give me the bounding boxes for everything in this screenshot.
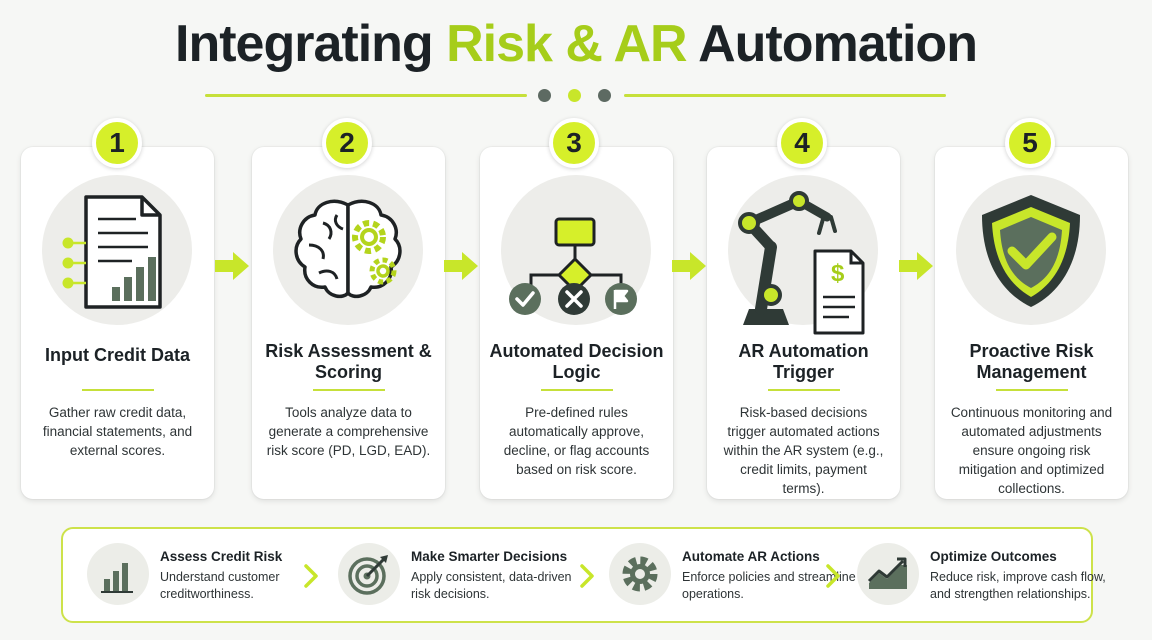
- gear-icon: [609, 543, 671, 605]
- arrow-right-icon: [672, 252, 706, 280]
- step-card-proactive-risk-management: Proactive Risk Management Continuous mon…: [935, 147, 1128, 499]
- benefit-title: Make Smarter Decisions: [411, 549, 568, 564]
- step-description: Gather raw credit data, financial statem…: [42, 405, 193, 458]
- step-description: Continuous monitoring and automated adju…: [950, 405, 1113, 496]
- benefit-description: Enforce policies and streamline operatio…: [682, 570, 856, 601]
- dot: [538, 89, 551, 102]
- step-description: Risk-based decisions trigger automated a…: [723, 405, 884, 496]
- decision-outcome-icons: [509, 283, 637, 315]
- benefit-description: Apply consistent, data-driven risk decis…: [411, 570, 572, 601]
- benefits-panel: Assess Credit Risk Understand customer c…: [61, 527, 1106, 623]
- step-number-badge: 3: [549, 118, 599, 168]
- dot: [598, 89, 611, 102]
- target-icon: [338, 543, 400, 605]
- step-title: Automated Decision Logic: [489, 341, 664, 382]
- step-card-ar-automation-trigger: $ AR Automation Trigger Risk-based decis…: [707, 147, 900, 499]
- arrow-right-icon: [899, 252, 933, 280]
- step-card-input-credit-data: Input Credit Data Gather raw credit data…: [21, 147, 214, 499]
- shield-check-icon: [956, 175, 1106, 325]
- benefit-automate-ar-actions: Automate AR Actions Enforce policies and…: [609, 541, 856, 611]
- step-title: Input Credit Data: [44, 345, 190, 365]
- step-divider: [82, 389, 154, 391]
- benefit-title: Optimize Outcomes: [930, 549, 1057, 564]
- title-rule-left: [205, 94, 527, 97]
- step-card-decision-logic: Automated Decision Logic Pre-defined rul…: [480, 147, 673, 499]
- benefit-title: Automate AR Actions: [682, 549, 820, 564]
- title-part-1: Integrating: [175, 15, 447, 73]
- title-rule-right: [624, 94, 946, 97]
- step-card-risk-assessment: Risk Assessment & Scoring Tools analyze …: [252, 147, 445, 499]
- step-title: Risk Assessment & Scoring: [265, 341, 432, 382]
- title-accent: Risk & AR: [446, 15, 687, 73]
- chevron-right-icon: [304, 564, 318, 588]
- benefit-make-smarter-decisions: Make Smarter Decisions Apply consistent,…: [338, 541, 578, 611]
- arrow-right-icon: [215, 252, 249, 280]
- step-number-badge: 1: [92, 118, 142, 168]
- chevron-right-icon: [826, 564, 840, 588]
- document-chart-icon: [42, 175, 192, 325]
- page-title: Integrating Risk & AR Automation: [0, 14, 1152, 74]
- title-dots: [538, 89, 614, 103]
- benefit-description: Understand customer creditworthiness.: [160, 570, 280, 601]
- arrow-right-icon: [444, 252, 478, 280]
- benefit-assess-credit-risk: Assess Credit Risk Understand customer c…: [87, 541, 317, 611]
- brain-gears-icon: [273, 175, 423, 325]
- step-divider: [541, 389, 613, 391]
- dot: [568, 89, 581, 102]
- step-description: Tools analyze data to generate a compreh…: [266, 405, 431, 458]
- benefit-optimize-outcomes: Optimize Outcomes Reduce risk, improve c…: [857, 541, 1106, 611]
- bar-chart-icon: [87, 543, 149, 605]
- step-number-badge: 5: [1005, 118, 1055, 168]
- step-divider: [996, 389, 1068, 391]
- trend-up-icon: [857, 543, 919, 605]
- chevron-right-icon: [580, 564, 594, 588]
- benefit-title: Assess Credit Risk: [160, 549, 283, 564]
- step-number-badge: 4: [777, 118, 827, 168]
- benefit-description: Reduce risk, improve cash flow, and stre…: [930, 570, 1106, 601]
- robot-arm-icon: $: [738, 191, 865, 335]
- step-title: AR Automation Trigger: [738, 341, 869, 382]
- step-divider: [313, 389, 385, 391]
- step-description: Pre-defined rules automatically approve,…: [503, 405, 650, 477]
- step-title: Proactive Risk Management: [969, 341, 1094, 382]
- step-number-badge: 2: [322, 118, 372, 168]
- title-part-2: Automation: [686, 15, 978, 73]
- svg-text:$: $: [831, 260, 845, 287]
- step-divider: [768, 389, 840, 391]
